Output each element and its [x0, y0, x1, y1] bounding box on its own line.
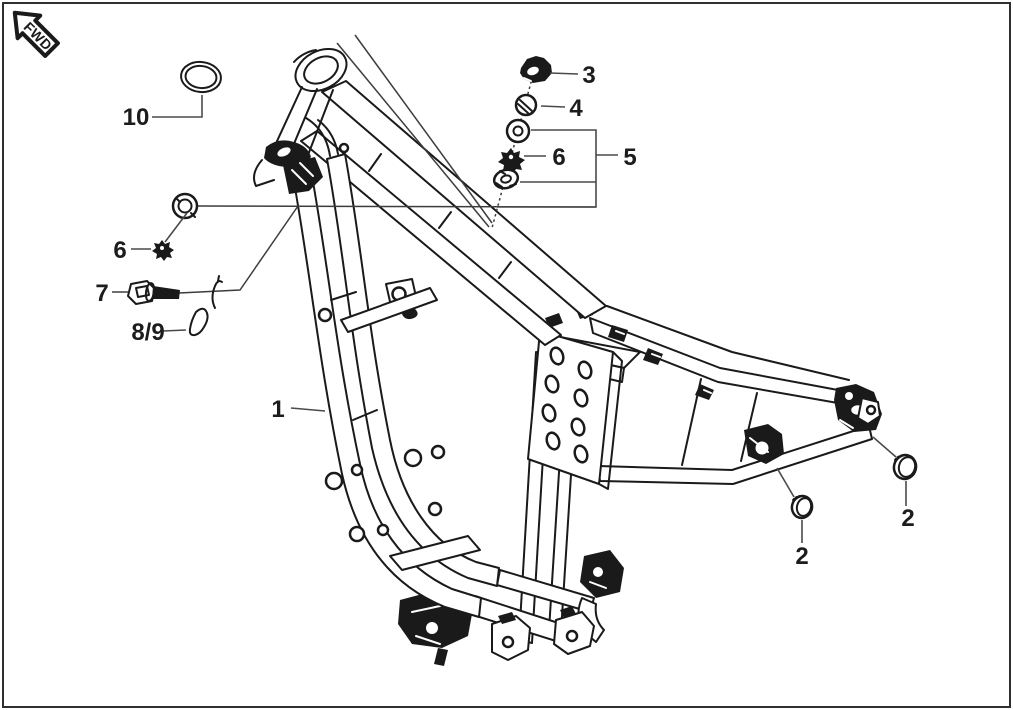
- callout-label-8-9: 8/9: [131, 319, 164, 346]
- engine-mount-plate: [518, 305, 641, 644]
- callout-label-7: 7: [95, 280, 108, 307]
- fwd-direction-badge: FWD: [12, 10, 60, 58]
- steering-head: [253, 47, 350, 194]
- cup-washer-part: [505, 118, 531, 144]
- callout-label-4: 4: [569, 95, 583, 122]
- cap-plug-right: [892, 453, 918, 481]
- bottom-crossmembers: [398, 550, 624, 666]
- callout-labels: 10 3 4 5 6 6 7 8/9 1 2 2: [95, 62, 914, 570]
- flange-bolt-part: [127, 280, 180, 305]
- clamp-clip-part: [188, 275, 223, 337]
- fwd-arrow-icon: [12, 10, 60, 58]
- o-ring-part: [180, 60, 222, 94]
- callout-label-6-right: 6: [552, 144, 565, 171]
- plate-holes: [541, 346, 593, 464]
- loose-parts: [127, 56, 918, 520]
- downtube-cradle: [291, 153, 500, 618]
- frame-drawing: [253, 47, 882, 666]
- star-washer-left-part: [152, 240, 174, 261]
- lock-washer-part: [514, 93, 538, 117]
- callout-label-1: 1: [271, 396, 284, 423]
- group-5-bracket: [497, 129, 618, 208]
- callout-label-6-left: 6: [113, 237, 126, 264]
- callout-label-5: 5: [623, 144, 636, 171]
- star-washer-right-part: [498, 148, 525, 174]
- cap-plug-left: [790, 494, 814, 520]
- backbone-tubes: [300, 80, 607, 346]
- flange-nut-part: [492, 168, 520, 190]
- stem-nut-part: [520, 56, 552, 83]
- callout-label-10: 10: [123, 104, 150, 131]
- callout-leaders: [112, 72, 907, 543]
- callout-label-2-right: 2: [901, 505, 914, 532]
- callout-label-2-left: 2: [795, 543, 808, 570]
- washer-left-part: [171, 192, 199, 220]
- rear-subframe: [589, 305, 882, 485]
- callout-label-3: 3: [582, 62, 595, 89]
